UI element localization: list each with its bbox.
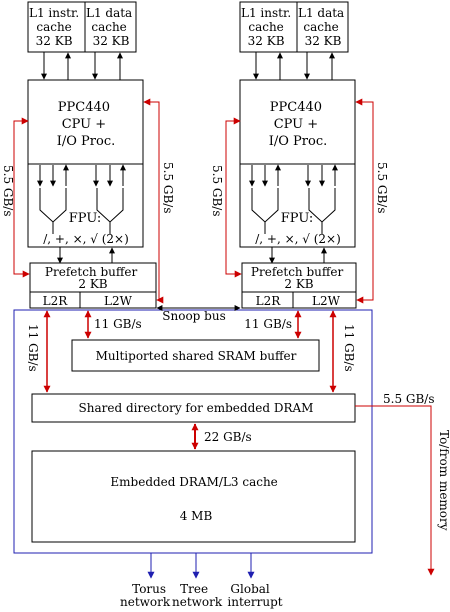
outputs: Torus network Tree network Global interr… <box>120 553 283 609</box>
left-l1-instr-line1: L1 instr. <box>29 6 79 20</box>
left-cpu-line1: PPC440 <box>58 100 110 115</box>
svg-text:Prefetch buffer 2 KB: Prefetch buffer 2 KB <box>45 265 141 291</box>
memory-path <box>355 405 435 576</box>
left-l1-instr-line3: 32 KB <box>36 34 73 48</box>
left-l1-instr-cache <box>27 1 86 53</box>
left-l1-instr-line2: cache <box>36 20 71 34</box>
torus-line1: Torus <box>132 582 166 596</box>
svg-text:PPC440 CPU + I/O P: PPC440 CPU + I/O Proc. <box>269 100 328 149</box>
right-cpu-line2: CPU + <box>274 117 318 132</box>
dram-bw-label: 22 GB/s <box>204 430 252 444</box>
left-l1-data-line3: 32 KB <box>93 34 130 48</box>
right-l1-data-line1: L1 data <box>298 6 344 20</box>
right-bw-loop-left <box>225 117 242 278</box>
right-l1-instr-line3: 32 KB <box>248 34 285 48</box>
right-l1-instr-line1: L1 instr. <box>241 6 291 20</box>
svg-text:Prefetch buffer 2 KB: Prefetch buffer 2 KB <box>251 265 347 291</box>
right-cpu-line3: I/O Proc. <box>269 134 328 149</box>
right-cpu-line1: PPC440 <box>270 100 322 115</box>
right-l2w: L2W <box>312 294 341 308</box>
right-sram-bw-label: 11 GB/s <box>244 317 292 331</box>
right-l1-instr-cache <box>239 1 298 53</box>
right-fpu-ops: /, +, ×, √ (2×) <box>255 232 341 246</box>
left-prefetch-line1: Prefetch buffer <box>45 265 138 279</box>
right-l1-data-line2: cache <box>303 20 338 34</box>
shared-directory <box>31 393 356 423</box>
tree-line1: Tree <box>180 582 208 596</box>
sram-label: Multiported shared SRAM buffer <box>96 349 297 363</box>
left-l1-data-line2: cache <box>91 20 126 34</box>
left-cpu-line3: I/O Proc. <box>57 134 116 149</box>
torus-line2: network <box>120 595 171 609</box>
right-prefetch-line1: Prefetch buffer <box>251 265 344 279</box>
svg-text:Torus network Tree: Torus network Tree network Global interr… <box>120 582 283 609</box>
left-sram-bw-label: 11 GB/s <box>94 317 142 331</box>
svg-text:L1 instr. cache 32: L1 instr. cache 32 KB L1 data cache 32 K… <box>241 6 348 48</box>
left-prefetch-line2: 2 KB <box>78 277 107 291</box>
dram-line1: Embedded DRAM/L3 cache <box>110 475 277 489</box>
right-l1-data-cache <box>296 1 349 53</box>
global-line2: interrupt <box>227 595 282 609</box>
left-bw-loop-right <box>143 98 164 304</box>
left-directory-bw-label: 11 GB/s <box>26 324 40 372</box>
right-l2r: L2R <box>256 294 282 308</box>
left-l1-data-cache <box>84 1 137 53</box>
right-fpu-label: FPU: <box>281 211 313 226</box>
tree-line2: network <box>172 595 223 609</box>
left-cpu-line2: CPU + <box>62 117 106 132</box>
left-l2r: L2R <box>43 294 69 308</box>
right-prefetch-line2: 2 KB <box>284 277 313 291</box>
global-line1: Global <box>230 582 269 596</box>
left-bw-loop-left <box>13 117 30 278</box>
sram-buffer <box>71 339 320 372</box>
left-fpu-ops: /, +, ×, √ (2×) <box>43 232 129 246</box>
right-directory-bw-label: 11 GB/s <box>342 324 356 372</box>
svg-text:Embedded DRAM/L3 cache 4: Embedded DRAM/L3 cache 4 MB <box>110 475 281 523</box>
memory-bw-label: 5.5 GB/s <box>383 392 435 406</box>
svg-text:PPC440 CPU + I/O P: PPC440 CPU + I/O Proc. <box>57 100 116 149</box>
right-bw-left-label: 5.5 GB/s <box>210 165 224 217</box>
left-bw-left-label: 5.5 GB/s <box>1 165 15 217</box>
right-l1-instr-line2: cache <box>248 20 283 34</box>
directory-label: Shared directory for embedded DRAM <box>79 401 314 415</box>
left-fpu-label: FPU: <box>69 211 101 226</box>
left-l1-data-line1: L1 data <box>86 6 132 20</box>
left-bw-right-label: 5.5 GB/s <box>161 162 175 214</box>
right-bw-right-label: 5.5 GB/s <box>375 162 389 214</box>
embedded-dram <box>31 450 356 543</box>
right-node: L1 instr. cache 32 KB L1 data cache 32 K… <box>210 1 389 309</box>
snoop-bus-label: Snoop bus <box>162 309 225 323</box>
right-l1-data-line3: 32 KB <box>305 34 342 48</box>
dram-line2: 4 MB <box>180 509 213 523</box>
left-l2w: L2W <box>104 294 133 308</box>
right-bw-loop-right <box>355 98 374 304</box>
left-node: L1 instr. cache 32 KB L1 data cache 32 K… <box>1 1 175 309</box>
svg-text:L1 instr. cache 32: L1 instr. cache 32 KB L1 data cache 32 K… <box>29 6 136 48</box>
shared-area: Snoop bus Multiported shared SRAM buffer… <box>13 305 450 576</box>
memory-label: To/from memory <box>437 430 450 531</box>
